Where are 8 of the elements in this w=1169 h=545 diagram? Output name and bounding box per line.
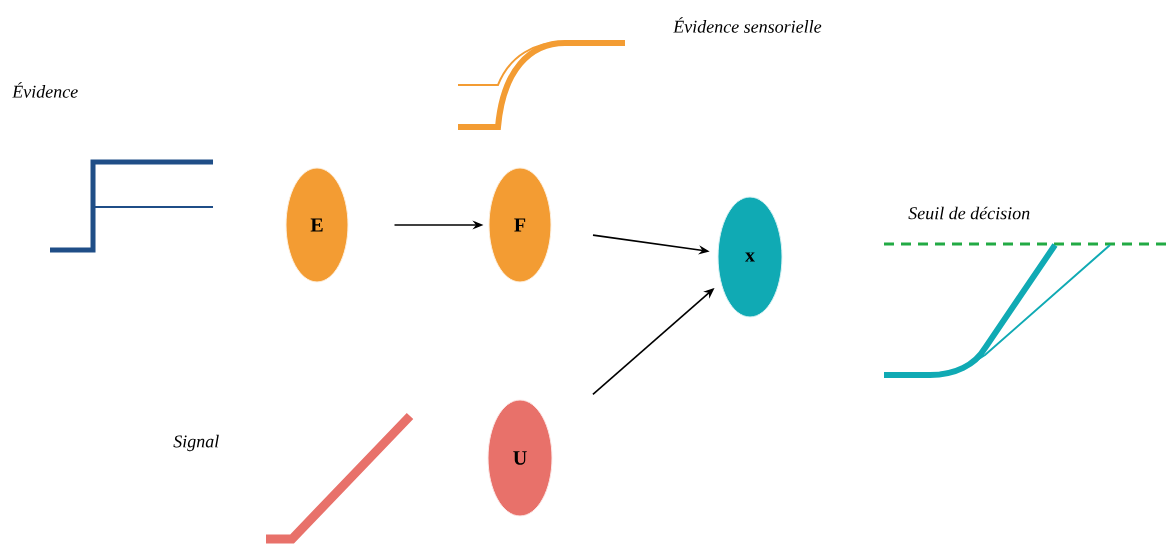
ellipse-node: F bbox=[488, 167, 552, 283]
caption-text: Évidence sensorielle bbox=[673, 17, 822, 33]
ellipse-node: E bbox=[285, 167, 349, 283]
caption-text: Évidence bbox=[12, 82, 78, 98]
caption-text: Seuil de décision bbox=[908, 206, 1030, 220]
ellipse-node: x bbox=[717, 196, 783, 318]
caption-text: Signal bbox=[173, 434, 219, 452]
ellipse-node: U bbox=[487, 399, 553, 517]
